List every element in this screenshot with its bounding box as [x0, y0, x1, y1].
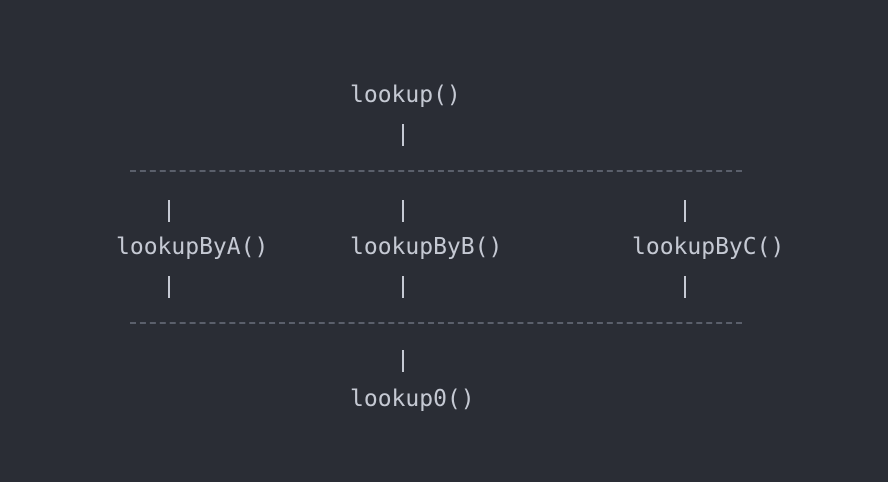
connector-b-out [402, 276, 404, 298]
connector-top [402, 124, 404, 146]
connector-bottom [402, 350, 404, 372]
node-lookup-by-a: lookupByA() [116, 234, 269, 260]
dashed-separator-lower [130, 322, 742, 324]
connector-b-in [402, 200, 404, 222]
connector-a-in [168, 200, 170, 222]
node-lookup-by-b: lookupByB() [350, 234, 503, 260]
node-lookup: lookup() [350, 82, 461, 108]
node-lookup-by-c: lookupByC() [632, 234, 785, 260]
connector-c-in [684, 200, 686, 222]
connector-a-out [168, 276, 170, 298]
connector-c-out [684, 276, 686, 298]
node-lookup-0: lookup0() [350, 386, 475, 412]
dashed-separator-upper [130, 170, 742, 172]
